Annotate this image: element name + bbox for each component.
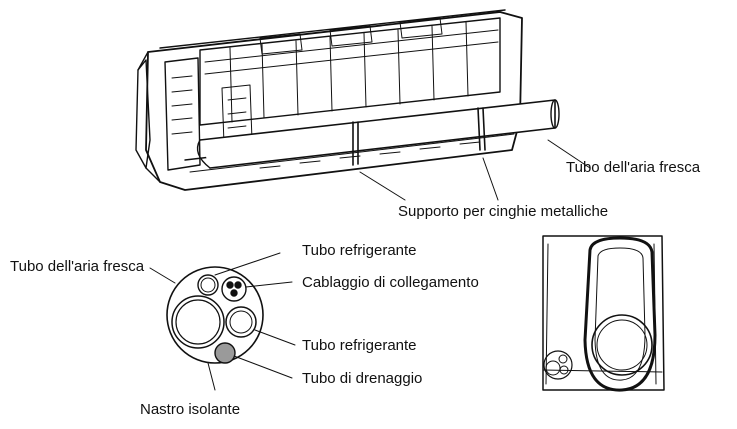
pipe-bundle-drawing [166, 266, 264, 364]
label-metal-strap-support: Supporto per cinghie metalliche [398, 203, 609, 220]
metal-strap-drawing [352, 107, 486, 166]
label-refrigerant-pipe-top: Tubo refrigerante [302, 242, 417, 259]
fresh-air-pipe-drawing [196, 99, 560, 169]
label-fresh-air-pipe-bundle: Tubo dell'aria fresca [10, 258, 145, 275]
label-drain-pipe: Tubo di drenaggio [302, 370, 423, 387]
label-fresh-air-pipe-unit: Tubo dell'aria fresca [566, 159, 701, 176]
label-insulating-tape: Nastro isolante [140, 401, 241, 418]
label-refrigerant-pipe-bottom: Tubo refrigerante [302, 337, 417, 354]
side-view-drawing [542, 235, 665, 392]
label-connection-wiring: Cablaggio di collegamento [302, 274, 479, 291]
indoor-unit-drawing [135, 9, 523, 191]
